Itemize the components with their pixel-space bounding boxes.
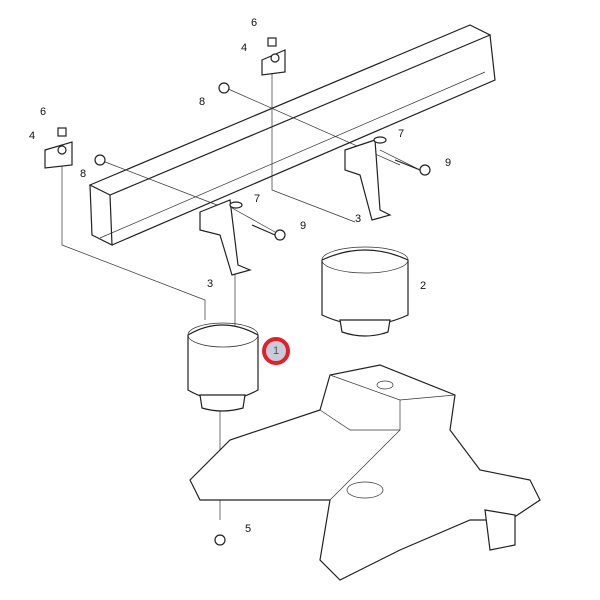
callout-6-top[interactable]: 6: [251, 17, 258, 29]
callout-7-right[interactable]: 7: [398, 128, 405, 140]
callout-9-left[interactable]: 9: [300, 220, 307, 232]
callout-3-left[interactable]: 3: [207, 278, 214, 290]
callout-9-right[interactable]: 9: [445, 157, 452, 169]
bracket-right: [344, 139, 392, 221]
air-spring-1: [187, 322, 259, 412]
bracket-left: [199, 199, 252, 276]
callout-5[interactable]: 5: [245, 523, 252, 535]
callout-3-right[interactable]: 3: [355, 213, 362, 225]
frame-rail: [88, 24, 496, 246]
air-spring-2: [321, 246, 409, 337]
callout-8-left[interactable]: 8: [80, 168, 87, 180]
hardware: [44, 37, 431, 546]
callout-4-left[interactable]: 4: [29, 130, 36, 142]
callout-6-left[interactable]: 6: [40, 106, 47, 118]
callout-4-top[interactable]: 4: [241, 42, 248, 54]
axle-seat-assembly: [189, 364, 541, 581]
callout-2[interactable]: 2: [420, 280, 427, 292]
callout-1-highlighted[interactable]: 1: [262, 337, 290, 365]
callout-7-left[interactable]: 7: [254, 193, 261, 205]
callout-8-top[interactable]: 8: [199, 96, 206, 108]
